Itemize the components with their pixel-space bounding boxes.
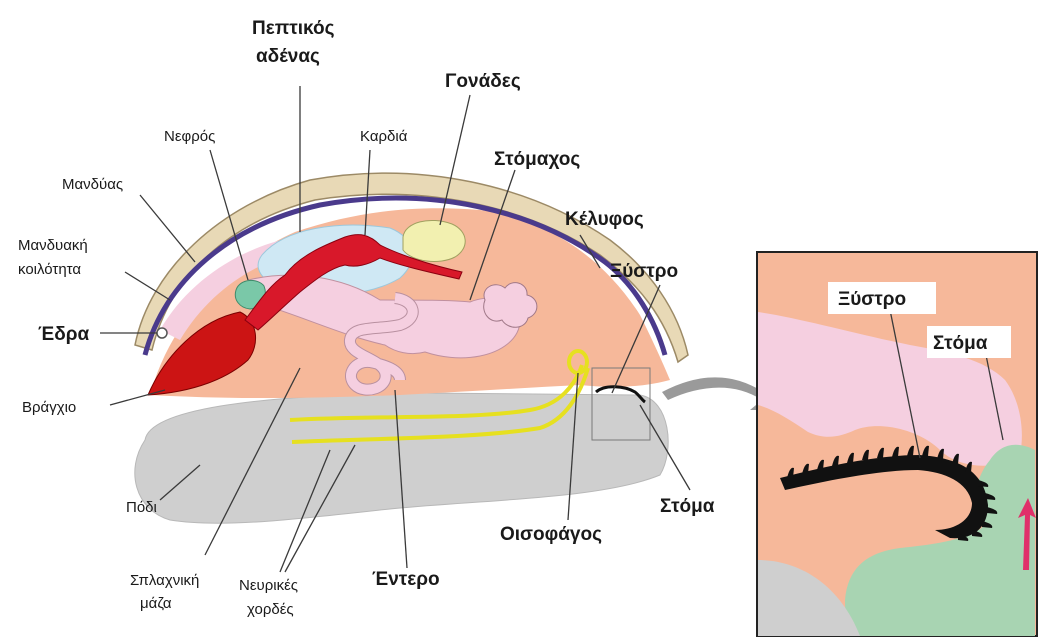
label-visceral-mass-1: Σπλαχνική — [130, 572, 199, 589]
foot-shape — [135, 393, 668, 523]
anus-marker — [157, 328, 167, 338]
label-foot: Πόδι — [126, 499, 157, 516]
label-intestine: Έντερο — [372, 569, 440, 590]
inset-label-radula: Ξύστρο — [838, 289, 906, 310]
label-radula: Ξύστρο — [610, 261, 678, 282]
label-nerve-cords-1: Νευρικές — [239, 577, 298, 594]
label-heart: Καρδιά — [360, 128, 408, 145]
label-kidney: Νεφρός — [164, 128, 215, 145]
label-visceral-mass-2: μάζα — [140, 595, 172, 612]
label-stomach: Στόμαχος — [494, 149, 580, 170]
label-digestive-gland-2: αδένας — [256, 46, 320, 67]
label-gill: Βράγχιο — [22, 399, 76, 416]
label-mantle: Μανδύας — [62, 176, 123, 193]
gonads-shape — [403, 220, 465, 261]
label-mouth: Στόμα — [660, 496, 715, 517]
label-digestive-gland-1: Πεπτικός — [252, 18, 335, 39]
label-esophagus: Οισοφάγος — [500, 524, 602, 545]
label-nerve-cords-2: χορδές — [247, 601, 294, 618]
label-anus: Έδρα — [38, 324, 89, 345]
label-mantle-cavity-1: Μανδυακή — [18, 237, 88, 254]
label-shell: Κέλυφος — [565, 209, 644, 230]
label-mantle-cavity-2: κοιλότητα — [18, 261, 81, 278]
inset-label-mouth: Στόμα — [933, 333, 988, 354]
label-gonads: Γονάδες — [445, 71, 521, 92]
